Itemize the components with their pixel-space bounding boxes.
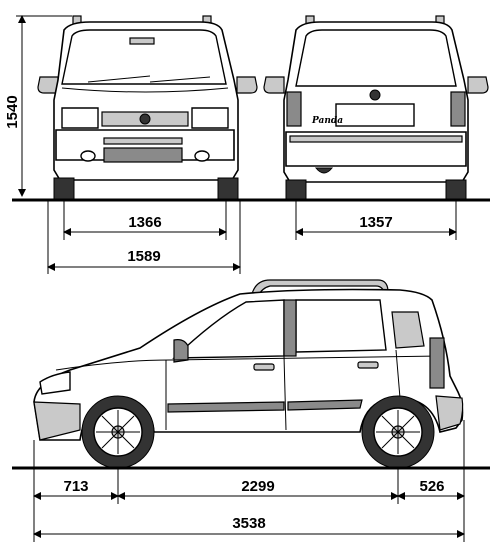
b-pillar bbox=[283, 299, 297, 357]
rear-plate bbox=[335, 103, 415, 127]
wheelbase-label: 2299 bbox=[241, 478, 274, 495]
side-taillight bbox=[429, 337, 445, 389]
wheelbase-dimension: 2299 bbox=[117, 478, 399, 500]
hood-line bbox=[61, 87, 229, 93]
fiat-logo-icon bbox=[139, 113, 151, 125]
width-label: 1589 bbox=[127, 248, 160, 265]
front-door-handle bbox=[253, 363, 275, 371]
rear-left-taillight bbox=[286, 91, 302, 127]
rear-left-tyre bbox=[285, 179, 307, 201]
lower-grille bbox=[103, 147, 183, 163]
side-view bbox=[33, 279, 464, 469]
door-seams bbox=[165, 349, 401, 431]
front-overhang-label: 713 bbox=[63, 478, 88, 495]
rear-track-dimension: 1357 bbox=[295, 200, 457, 240]
front-left-tyre bbox=[53, 177, 75, 201]
rear-logo-icon bbox=[369, 89, 381, 101]
right-headlight bbox=[191, 107, 229, 129]
front-overhang-dimension: 713 bbox=[33, 478, 119, 500]
side-rear-bumper bbox=[435, 395, 464, 431]
rim-spokes bbox=[96, 410, 420, 454]
rear-door-window bbox=[295, 299, 387, 353]
side-front-bumper bbox=[33, 401, 81, 441]
length-label: 3538 bbox=[232, 515, 265, 532]
rear-right-tyre bbox=[445, 179, 467, 201]
model-badge: Panda bbox=[311, 116, 343, 126]
rear-right-taillight bbox=[450, 91, 466, 127]
beltline bbox=[55, 355, 441, 371]
front-track-dimension: 1366 bbox=[63, 200, 227, 240]
front-view bbox=[37, 15, 258, 201]
length-dimension: 3538 bbox=[33, 515, 465, 538]
bumper-strip bbox=[289, 135, 463, 143]
rear-overhang-label: 526 bbox=[419, 478, 444, 495]
left-mirror bbox=[37, 76, 59, 94]
right-mirror bbox=[236, 76, 258, 94]
width-dimension: 1589 bbox=[47, 200, 241, 274]
side-headlight bbox=[39, 371, 71, 395]
rear-view: Panda bbox=[263, 15, 489, 201]
right-fog-light bbox=[194, 150, 210, 162]
front-right-tyre bbox=[217, 177, 239, 201]
rear-side-moulding bbox=[287, 399, 363, 411]
front-bumper bbox=[55, 129, 235, 161]
rear-track-label: 1357 bbox=[359, 214, 392, 231]
quarter-window bbox=[391, 311, 425, 349]
mirror-inner bbox=[129, 37, 155, 45]
front-side-moulding bbox=[167, 401, 285, 413]
front-track-label: 1366 bbox=[128, 214, 161, 231]
rear-left-mirror bbox=[263, 76, 285, 94]
windshield bbox=[61, 29, 227, 85]
rear-window bbox=[295, 29, 457, 87]
left-headlight bbox=[61, 107, 99, 129]
height-label: 1540 bbox=[4, 95, 21, 128]
side-mirror bbox=[173, 339, 189, 363]
plate-holder bbox=[103, 137, 183, 145]
rear-right-mirror bbox=[467, 76, 489, 94]
rear-door-handle bbox=[357, 361, 379, 369]
left-fog-light bbox=[80, 150, 96, 162]
height-dimension: 1540 bbox=[4, 15, 72, 197]
wipers bbox=[87, 75, 211, 83]
rear-overhang-dimension: 526 bbox=[397, 478, 465, 500]
exhaust-pipe bbox=[314, 167, 334, 174]
